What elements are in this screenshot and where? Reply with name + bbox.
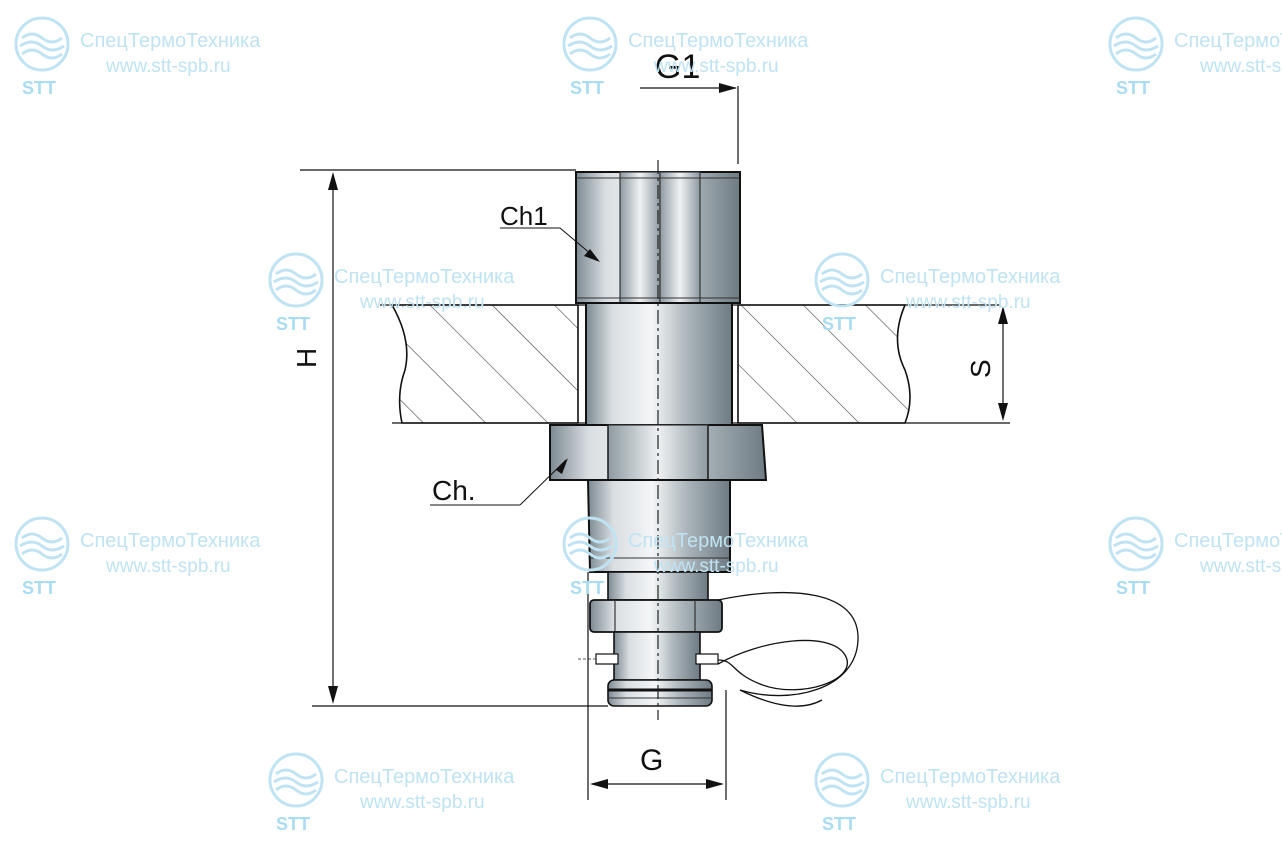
label-g1: G1: [655, 48, 700, 86]
leader-ch1: [500, 227, 600, 262]
dimension-g1: [640, 83, 739, 164]
leader-ch: [430, 458, 568, 506]
plate-section-left: [390, 304, 579, 424]
label-g: G: [640, 744, 663, 777]
dimension-s: [998, 306, 1008, 421]
threaded-tail: [586, 479, 731, 573]
label-ch: Ch.: [432, 475, 476, 506]
retaining-wire: [717, 591, 859, 707]
plate-section-right: [737, 304, 911, 424]
body-shank: [585, 302, 733, 426]
plug-end: [578, 631, 719, 707]
label-h: H: [291, 348, 322, 368]
dimension-g: [587, 572, 727, 800]
label-ch1: Ch1: [500, 201, 548, 231]
dimension-h: [300, 169, 608, 707]
label-s: S: [965, 359, 996, 378]
small-hex: [589, 599, 723, 633]
